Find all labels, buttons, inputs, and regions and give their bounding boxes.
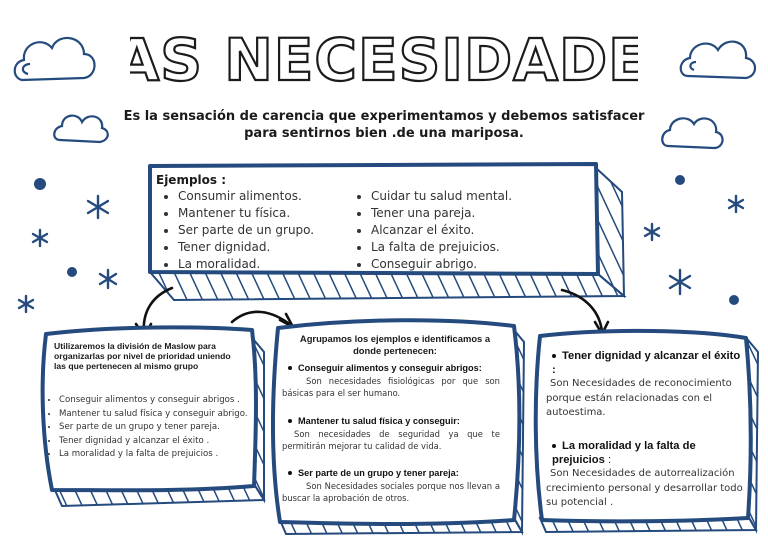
list-item: Mantener tu salud física y conseguir abr… — [59, 408, 259, 422]
group-text: Son necesidades fisiológicas por que son… — [282, 375, 500, 399]
box-2-group: Mantener tu salud física y conseguir: So… — [282, 415, 500, 453]
list-item: Ser parte de un grupo. — [178, 222, 314, 239]
list-item: La falta de prejuicios. — [371, 239, 512, 256]
bullet-icon — [288, 419, 292, 424]
group-text: Son necesidades de seguridad ya que te p… — [282, 428, 500, 452]
list-item: Conseguir alimentos y conseguir abrigos … — [59, 394, 259, 408]
group-text: Son Necesidades de reconocimiento porque… — [546, 378, 732, 418]
list-item: La moralidad y la falta de prejuicios . — [59, 448, 259, 462]
box-1-heading: Utilizaremos la división de Maslow para … — [54, 341, 231, 371]
list-item: Alcanzar el éxito. — [371, 222, 512, 239]
list-item: Tener una pareja. — [371, 205, 512, 222]
list-item: Tener dignidad. — [178, 239, 314, 256]
list-item: Mantener tu física. — [178, 205, 314, 222]
group-title: La moralidad y la falta de prejuicios : — [552, 440, 696, 466]
page-title: LAS NECESIDADES — [130, 25, 638, 92]
examples-label: Ejemplos : — [156, 173, 227, 187]
box-3-group: La moralidad y la falta de prejuicios : … — [546, 439, 746, 511]
cloud-icon — [661, 117, 724, 150]
cloud-icon — [53, 114, 109, 144]
list-item: La moralidad. — [178, 256, 314, 273]
group-title: Mantener tu salud física y conseguir: — [282, 415, 500, 428]
cloud-icon — [679, 40, 757, 80]
bullet-icon — [288, 366, 292, 371]
list-item: Ser parte de un grupo y tener pareja. — [59, 421, 259, 435]
examples-list-left: Consumir alimentos. Mantener tu física. … — [162, 188, 314, 273]
box-2-group: Ser parte de un grupo y tener pareja: So… — [282, 467, 500, 505]
group-text: Son Necesidades sociales porque nos llev… — [282, 480, 500, 504]
cloud-icon — [13, 37, 96, 82]
bullet-icon — [552, 353, 556, 358]
examples-list-right: Cuidar tu salud mental. Tener una pareja… — [355, 188, 512, 273]
group-title: Ser parte de un grupo y tener pareja: — [282, 467, 500, 480]
box-2-group: Conseguir alimentos y conseguir abrigos:… — [282, 362, 500, 400]
list-item: Consumir alimentos. — [178, 188, 314, 205]
page-title-text: LAS NECESIDADES — [130, 26, 638, 92]
group-title: Tener dignidad y alcanzar el éxito : — [552, 350, 741, 376]
list-item: Tener dignidad y alcanzar el éxito . — [59, 435, 259, 449]
group-text: Son Necesidades de autorrealización crec… — [546, 468, 743, 508]
box-1-list: Conseguir alimentos y conseguir abrigos … — [46, 394, 259, 462]
list-item: Cuidar tu salud mental. — [371, 188, 512, 205]
arrow-icon — [134, 286, 610, 339]
box-3-group: Tener dignidad y alcanzar el éxito : Son… — [546, 349, 746, 421]
box-2-heading: Agrupamos los ejemplos e identificamos a… — [299, 333, 491, 356]
bullet-icon — [288, 471, 292, 476]
list-item: Conseguir abrigo. — [371, 256, 512, 273]
page-subtitle: Es la sensación de carencia que experime… — [123, 109, 645, 141]
group-title: Conseguir alimentos y conseguir abrigos: — [282, 362, 500, 375]
bullet-icon — [552, 443, 556, 448]
